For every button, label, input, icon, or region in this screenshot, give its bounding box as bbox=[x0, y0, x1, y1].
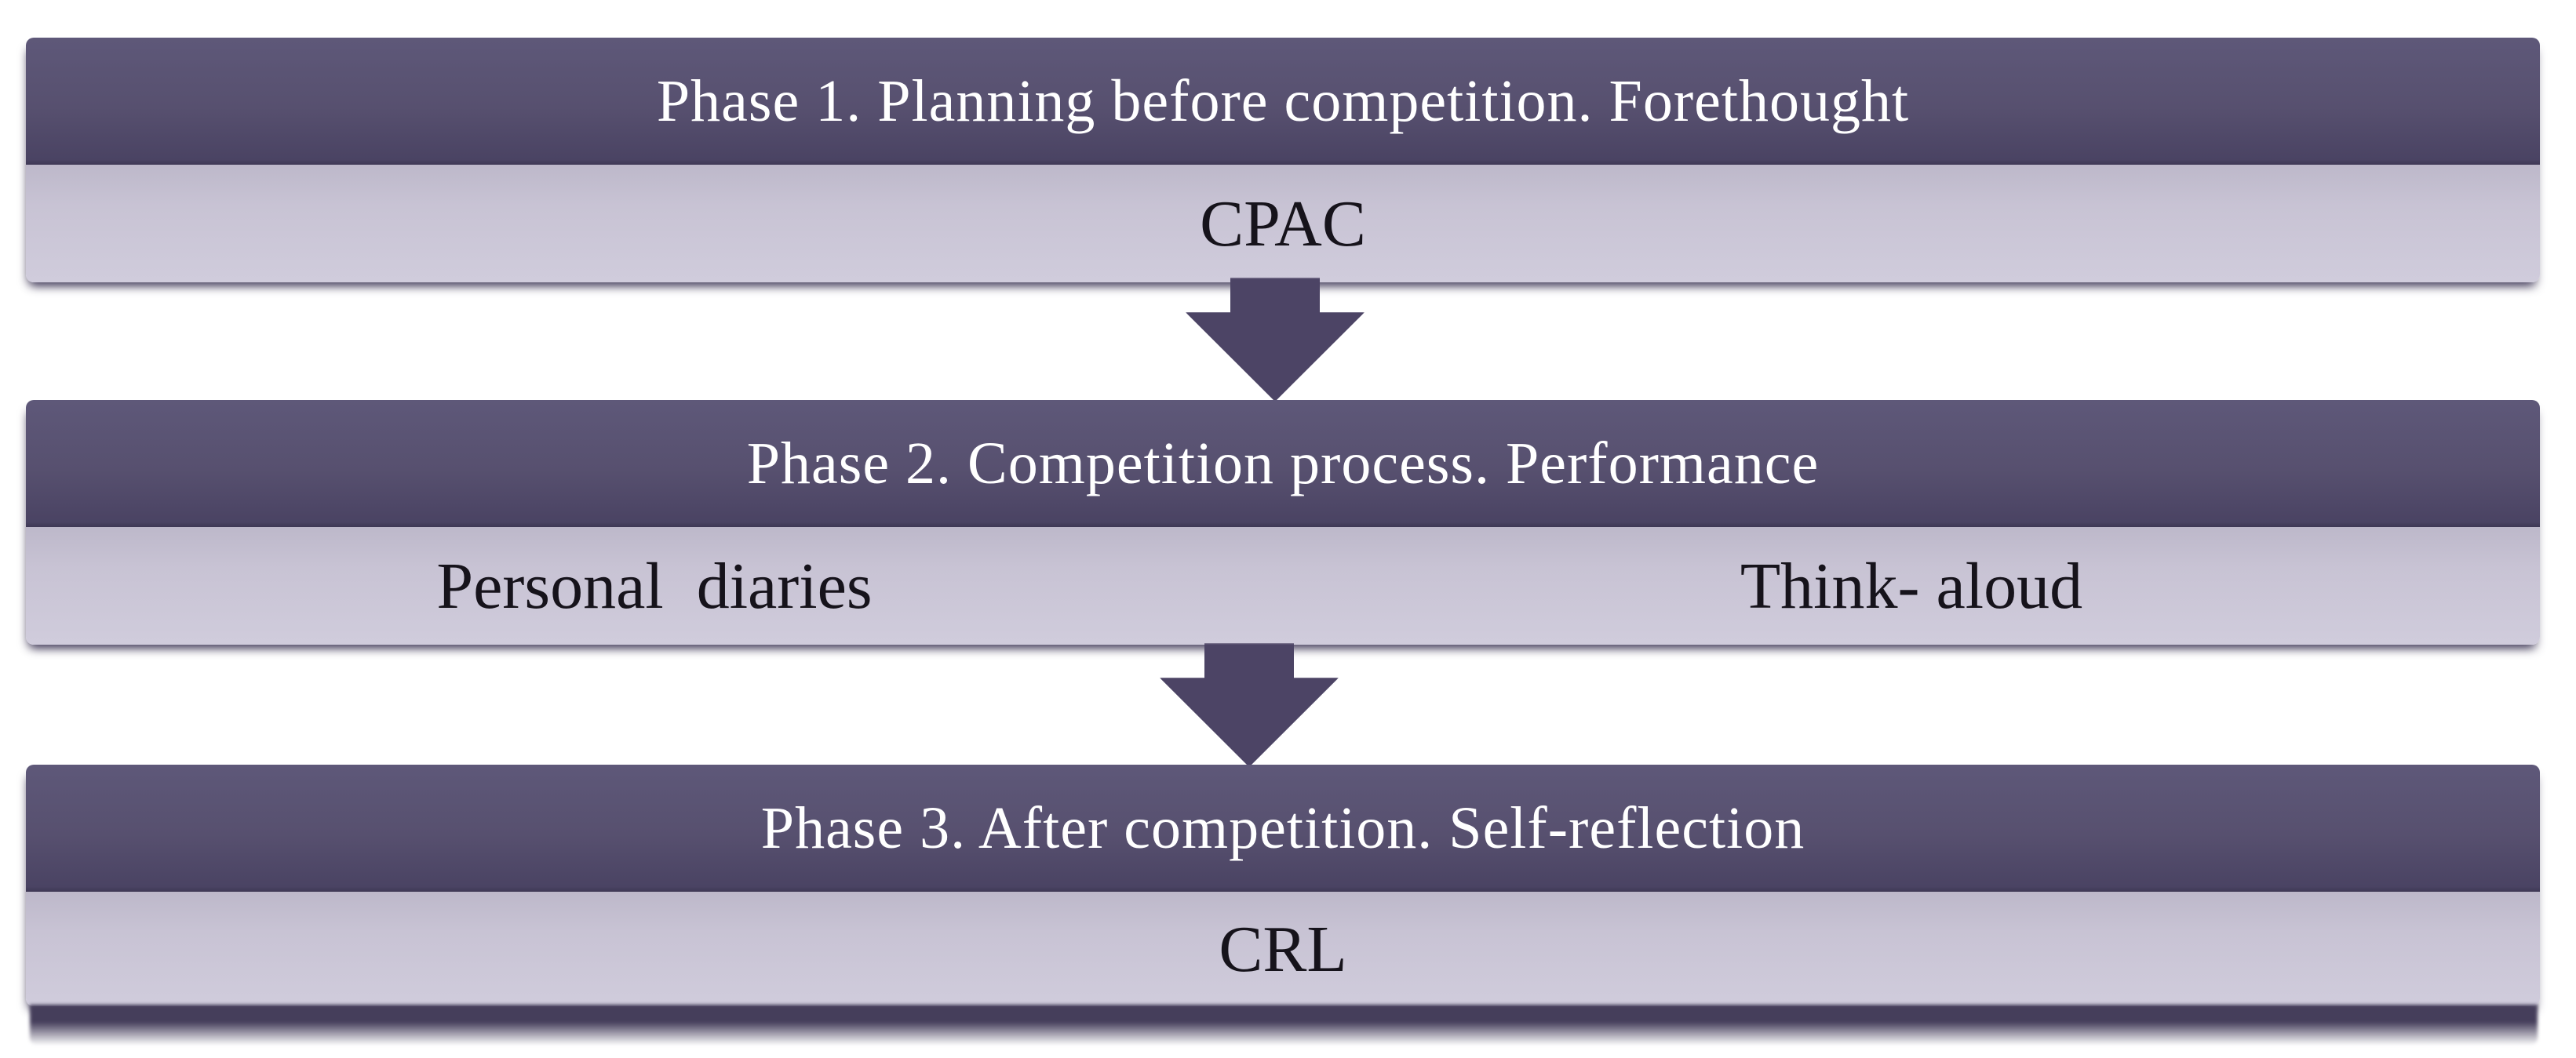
phase-3-item-crl: CRL bbox=[1219, 912, 1347, 986]
phase-1-header-label: Phase 1. Planning before competition. Fo… bbox=[656, 67, 1910, 134]
phase-1-block: Phase 1. Planning before competition. Fo… bbox=[26, 38, 2540, 282]
phase-3-body: CRL bbox=[26, 892, 2540, 1006]
phase-3-header-label: Phase 3. After competition. Self-reflect… bbox=[760, 794, 1805, 861]
phase-2-body: Personal diaries Think- aloud bbox=[26, 527, 2540, 645]
down-arrow-icon bbox=[1160, 643, 1339, 767]
phase-2-header-label: Phase 2. Competition process. Performanc… bbox=[746, 430, 1820, 496]
down-arrow-icon bbox=[1186, 278, 1365, 402]
phase-2-item-think-aloud: Think- aloud bbox=[1740, 549, 2083, 623]
phase-3-block: Phase 3. After competition. Self-reflect… bbox=[26, 765, 2540, 1006]
phase-2-block: Phase 2. Competition process. Performanc… bbox=[26, 400, 2540, 645]
phase-3-header: Phase 3. After competition. Self-reflect… bbox=[26, 765, 2540, 892]
phase-2-item-personal-diaries: Personal diaries bbox=[436, 549, 873, 623]
phase-1-header: Phase 1. Planning before competition. Fo… bbox=[26, 38, 2540, 165]
phase-1-item-cpac: CPAC bbox=[1200, 187, 1366, 260]
phase-1-body: CPAC bbox=[26, 165, 2540, 282]
phase-2-header: Phase 2. Competition process. Performanc… bbox=[26, 400, 2540, 527]
block-bottom-shadow bbox=[30, 1005, 2538, 1045]
